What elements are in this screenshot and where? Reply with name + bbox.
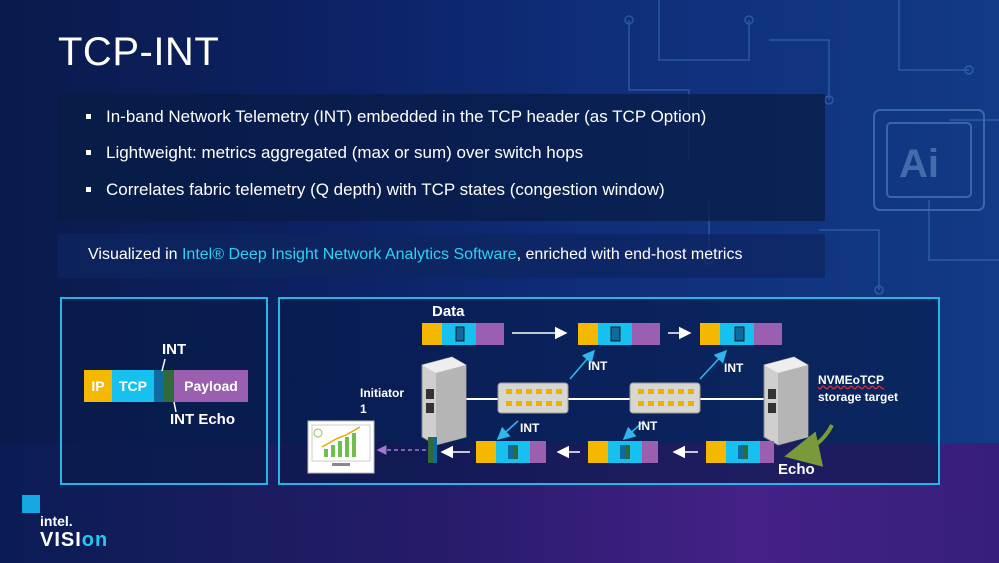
ip-segment: IP bbox=[84, 370, 112, 402]
bullet-marker bbox=[86, 150, 91, 155]
target-label-line2: storage target bbox=[818, 390, 899, 404]
vision-prefix: VISI bbox=[40, 529, 82, 551]
int-echo-label: INT Echo bbox=[170, 411, 236, 428]
int-echo-segment bbox=[164, 370, 174, 402]
visualized-panel: Visualized in Intel® Deep Insight Networ… bbox=[58, 234, 825, 278]
bullet-item: Lightweight: metrics aggregated (max or … bbox=[86, 143, 584, 163]
data-packet-2 bbox=[578, 323, 660, 345]
bullet-panel: In-band Network Telemetry (INT) embedded… bbox=[58, 94, 825, 221]
echo-packet-1 bbox=[476, 441, 546, 463]
data-label: Data bbox=[432, 303, 465, 320]
int-label-top-1: INT bbox=[588, 359, 608, 373]
svg-text:Ai: Ai bbox=[899, 142, 939, 186]
payload-segment: Payload bbox=[174, 370, 248, 402]
target-label-line1: NVMEoTCP bbox=[818, 373, 884, 387]
analytics-dashboard-icon bbox=[307, 420, 375, 474]
switch-1 bbox=[497, 382, 569, 414]
visualized-prefix: Visualized in bbox=[88, 246, 182, 263]
switch-2 bbox=[629, 382, 701, 414]
bullet-text: In-band Network Telemetry (INT) embedded… bbox=[106, 107, 707, 126]
packet-header-diagram: IP TCP Payload bbox=[84, 370, 248, 402]
initiator-server bbox=[421, 356, 467, 446]
int-label-bottom-1: INT bbox=[520, 421, 540, 435]
vision-suffix: on bbox=[81, 529, 109, 551]
echo-packet-2 bbox=[588, 441, 658, 463]
packet-structure-box: IP TCP Payload INT INT Echo bbox=[60, 297, 268, 485]
echo-packet-3 bbox=[706, 441, 774, 463]
deep-insight-link-text: Intel® Deep Insight Network Analytics So… bbox=[181, 246, 517, 263]
tcp-segment: TCP bbox=[112, 370, 154, 402]
initiator-label: Initiator 1 bbox=[360, 386, 404, 416]
visualized-text: Visualized in Intel® Deep Insight Networ… bbox=[88, 246, 742, 264]
bullet-marker bbox=[86, 187, 91, 192]
int-label-bottom-2: INT bbox=[638, 419, 658, 433]
visualized-suffix: , enriched with end-host metrics bbox=[516, 246, 743, 263]
int-option-segment bbox=[154, 370, 164, 402]
storage-target-server bbox=[763, 356, 809, 446]
echo-label: Echo bbox=[778, 461, 815, 478]
logo-square bbox=[22, 495, 40, 513]
bullet-text: Lightweight: metrics aggregated (max or … bbox=[106, 143, 584, 162]
data-packet-1 bbox=[422, 323, 504, 345]
intel-vision-logo: intel. VISIon bbox=[22, 495, 122, 555]
int-label-top-2: INT bbox=[724, 361, 744, 375]
bullet-item: Correlates fabric telemetry (Q depth) wi… bbox=[86, 180, 665, 200]
slide-title: TCP-INT bbox=[58, 30, 220, 74]
bullet-text: Correlates fabric telemetry (Q depth) wi… bbox=[106, 180, 665, 199]
bullet-item: In-band Network Telemetry (INT) embedded… bbox=[86, 107, 707, 127]
bullet-marker bbox=[86, 114, 91, 119]
int-echo-block bbox=[428, 437, 433, 463]
vision-wordmark: VISIon bbox=[40, 529, 108, 552]
packet-callout-lines bbox=[161, 358, 177, 413]
telemetry-flow-diagram: Data INT INT INT INT Initiator 1 NVMEoTC… bbox=[278, 297, 940, 485]
flow-diagram-graphics bbox=[307, 323, 834, 474]
intel-wordmark: intel. bbox=[40, 513, 73, 529]
data-packet-3 bbox=[700, 323, 782, 345]
int-label: INT bbox=[162, 341, 187, 358]
